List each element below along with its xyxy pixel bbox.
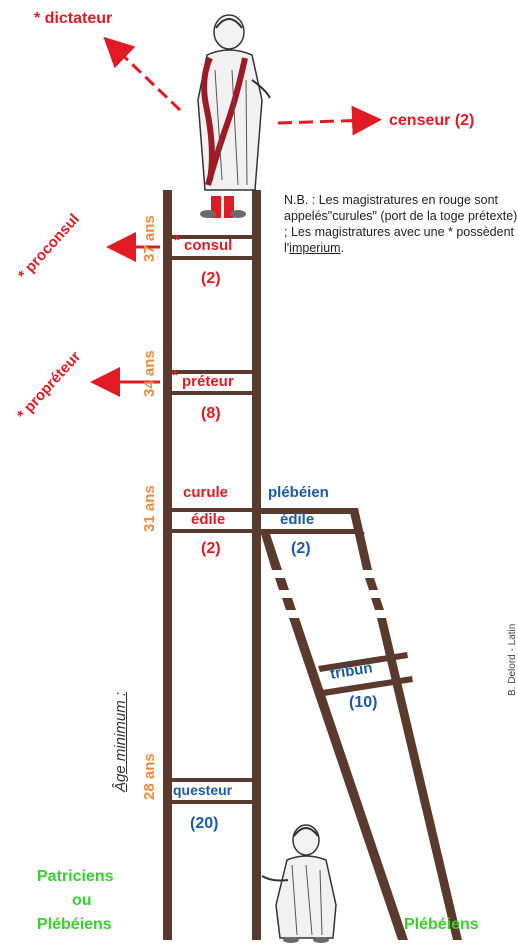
tribun-count: (10)	[349, 694, 378, 711]
nb-note-line2-prefix: Les magistratures avec une * possèdent l…	[284, 225, 515, 255]
consul-toga-figure	[197, 14, 271, 218]
ladder-left-rail	[163, 190, 172, 940]
rung-preteur-bottom	[163, 391, 261, 395]
curule-label: curule	[183, 484, 229, 501]
rung-curule-top	[163, 508, 261, 512]
plebeian-inner-rail-d	[289, 618, 408, 940]
plebeian-outer-rail-b	[365, 578, 378, 590]
nb-note: N.B. : Les magistratures en rouge sont a…	[284, 192, 518, 256]
nb-note-imperium: imperium	[289, 241, 341, 255]
preteur-count: (8)	[201, 405, 221, 422]
access-plebeiens: Plébéiens	[404, 916, 479, 933]
plebeian-top-beam	[261, 508, 356, 514]
plebeian-rung-bottom	[261, 529, 365, 534]
rung-curule-bottom	[163, 529, 261, 533]
age-31-label: 31 ans	[141, 485, 158, 532]
plebeien-edile-label: édile	[280, 511, 315, 528]
plebeian-inner-rail-a	[261, 534, 282, 570]
access-patriciens-line3: Plébéiens	[37, 916, 112, 933]
preteur-star: *	[172, 367, 178, 384]
plebeian-outer-rail-d	[377, 618, 462, 940]
plebeian-rung-tribun-top	[318, 652, 408, 672]
age-34-label: 34 ans	[141, 350, 158, 397]
curule-edile-count: (2)	[201, 540, 221, 557]
rung-consul-top	[163, 235, 261, 239]
consul-count: (2)	[201, 270, 221, 287]
plebeian-inner-rail-b	[275, 578, 289, 590]
age-minimum-label: Âge minimum :	[112, 691, 129, 792]
censeur-arrow	[277, 105, 382, 136]
plebeian-rung-tribun-bottom	[322, 676, 413, 696]
age-37-label: 37 ans	[141, 215, 158, 262]
citizen-toga-figure	[261, 824, 337, 943]
censeur-label: censeur (2)	[389, 112, 475, 129]
nb-note-line2-suffix: .	[340, 241, 345, 255]
plebeian-outer-rail-a	[349, 508, 372, 570]
curule-edile-label: édile	[191, 511, 226, 528]
access-patriciens-line2: ou	[72, 892, 92, 909]
rung-questeur-bottom	[163, 800, 261, 804]
preteur-label: préteur	[182, 373, 234, 390]
age-28-label: 28 ans	[141, 753, 158, 800]
dictateur-label: * dictateur	[34, 10, 113, 27]
consul-label: consul	[184, 237, 233, 254]
nb-note-line1: N.B. : Les magistratures en rouge sont a…	[284, 193, 518, 239]
plebeien-label: plébéien	[268, 484, 329, 501]
rung-questeur-top	[163, 778, 261, 782]
plebeien-edile-count: (2)	[291, 540, 311, 557]
plebeian-inner-rail-c	[282, 598, 296, 610]
dictateur-arrow	[103, 36, 182, 112]
ladder-right-rail	[252, 190, 261, 940]
rung-preteur-top	[163, 370, 261, 374]
questeur-count: (20)	[190, 815, 219, 832]
plebeian-outer-rail-c	[371, 598, 384, 610]
questeur-label: questeur	[173, 782, 233, 798]
access-patriciens-line1: Patriciens	[37, 868, 114, 885]
consul-star: *	[174, 232, 180, 249]
author-credit: B. Delord - Latin	[507, 623, 518, 696]
rung-consul-bottom	[163, 256, 261, 260]
